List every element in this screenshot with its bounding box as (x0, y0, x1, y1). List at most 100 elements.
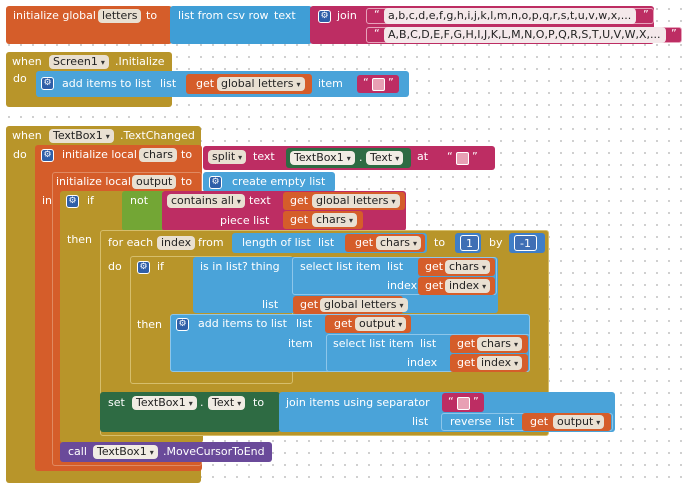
local-var-chars-field[interactable]: chars (139, 148, 178, 162)
component-dropdown[interactable]: TextBox1▾ (290, 151, 355, 165)
chevron-down-icon: ▾ (349, 216, 354, 225)
text-socket-label: text (253, 150, 275, 163)
variable-dropdown[interactable]: output▾ (355, 317, 407, 331)
initialize-global-block[interactable] (6, 6, 172, 44)
component-dropdown[interactable]: TextBox1▾ (93, 445, 158, 459)
chevron-down-icon: ▾ (596, 418, 601, 427)
property-dropdown[interactable]: Text▾ (208, 396, 246, 410)
mutator-gear-icon[interactable]: ⚙ (137, 261, 150, 274)
initialize-global-label: initialize global (13, 9, 96, 22)
get-label: get (457, 337, 476, 350)
not-block[interactable] (122, 191, 164, 231)
contains-dropdown[interactable]: contains all▾ (167, 194, 245, 208)
join-sep-label: join items using separator (286, 396, 430, 409)
list-socket-label: list (296, 317, 313, 330)
quote-close-icon: ” (671, 27, 677, 40)
get-label: get (530, 415, 549, 428)
chevron-down-icon: ▾ (238, 153, 243, 162)
list-from-csv-block[interactable] (170, 6, 312, 44)
chevron-down-icon: ▾ (149, 448, 154, 457)
empty-text-value-icon[interactable] (456, 152, 469, 165)
get-label: get (457, 356, 476, 369)
add-items-label: add items to list (198, 317, 287, 330)
variable-dropdown[interactable]: index▾ (477, 356, 523, 370)
variable-dropdown[interactable]: global letters▾ (320, 298, 408, 312)
when-label: when (12, 55, 42, 68)
quote-close-icon: ” (643, 8, 649, 21)
item-socket-label: item (318, 77, 343, 90)
call-label: call (68, 445, 87, 458)
component-dropdown[interactable]: TextBox1▾ (49, 129, 114, 143)
mutator-gear-icon[interactable]: ⚙ (209, 176, 222, 189)
create-empty-list-block[interactable] (203, 172, 335, 192)
text-socket-label: text (274, 9, 296, 22)
then-label: then (137, 318, 163, 331)
get-label: get (290, 194, 309, 207)
variable-dropdown[interactable]: chars▾ (445, 260, 491, 274)
text-socket-label: text (249, 194, 271, 207)
variable-dropdown[interactable]: chars▾ (312, 213, 358, 227)
global-var-name-field[interactable]: letters (98, 9, 142, 23)
split-dropdown[interactable]: split▾ (208, 150, 247, 164)
variable-dropdown[interactable]: output▾ (553, 415, 605, 429)
variable-name: index (481, 356, 512, 369)
mutator-gear-icon[interactable]: ⚙ (318, 10, 331, 23)
to-label: to (181, 175, 193, 188)
chevron-down-icon: ▾ (395, 154, 400, 163)
variable-name: chars (449, 260, 480, 273)
select-list-item-label: select list item (333, 337, 414, 350)
variable-dropdown[interactable]: chars▾ (376, 236, 422, 250)
empty-text-value-icon[interactable] (457, 397, 470, 410)
component-dropdown[interactable]: TextBox1▾ (132, 396, 197, 410)
get-label: get (355, 236, 374, 249)
variable-dropdown[interactable]: global letters▾ (312, 194, 400, 208)
number-value-by[interactable]: -1 (514, 235, 537, 251)
text-string-value-1[interactable]: a,b,c,d,e,f,g,h,i,j,k,l,m,n,o,p,q,r,s,t,… (384, 8, 636, 24)
variable-name: global letters (316, 194, 389, 207)
loop-var-name: index (161, 236, 192, 249)
chevron-down-icon: ▾ (482, 282, 487, 291)
do-label: do (13, 72, 27, 85)
variable-dropdown[interactable]: chars▾ (477, 337, 523, 351)
split-name: split (212, 150, 236, 163)
variable-dropdown[interactable]: global letters▾ (217, 77, 305, 91)
event-name-label: .TextChanged (120, 129, 195, 142)
mutator-gear-icon[interactable]: ⚙ (41, 149, 54, 162)
empty-text-value-icon[interactable] (372, 78, 385, 91)
length-of-list-label: length of list (242, 236, 311, 249)
from-label: from (198, 236, 224, 249)
do-label: do (108, 260, 122, 273)
loop-var-index-field[interactable]: index (157, 236, 196, 250)
list-socket-label: list (160, 77, 177, 90)
mutator-gear-icon[interactable]: ⚙ (66, 195, 79, 208)
chevron-down-icon: ▾ (105, 132, 110, 141)
variable-name: output (557, 415, 594, 428)
create-empty-list-label: create empty list (232, 175, 326, 188)
method-name-label: .MoveCursorToEnd (163, 445, 265, 458)
variable-name: output (359, 317, 396, 330)
if-label: if (87, 194, 94, 207)
mutator-gear-icon[interactable]: ⚙ (176, 318, 189, 331)
chevron-down-icon: ▾ (236, 197, 241, 206)
component-name: Screen1 (53, 55, 98, 68)
by-label: by (489, 236, 503, 249)
number-value-to[interactable]: 1 (460, 235, 479, 251)
join-label: join (337, 9, 357, 22)
property-dropdown[interactable]: Text▾ (366, 151, 404, 165)
contains-mode: contains all (171, 194, 234, 207)
initialize-local-label: initialize local (56, 175, 131, 188)
mutator-gear-icon[interactable]: ⚙ (41, 77, 54, 90)
component-dropdown[interactable]: Screen1▾ (49, 55, 109, 69)
variable-dropdown[interactable]: index▾ (445, 279, 491, 293)
component-name: TextBox1 (53, 129, 103, 142)
then-label: then (67, 233, 93, 246)
text-string-value-2[interactable]: A,B,C,D,E,F,G,H,I,J,K,L,M,N,O,P,Q,R,S,T,… (384, 27, 666, 43)
quote-open-icon: “ (448, 395, 454, 408)
quote-close-icon: ” (388, 76, 394, 89)
local-var-output-field[interactable]: output (132, 175, 177, 189)
get-label: get (334, 317, 353, 330)
at-label: at (417, 150, 429, 163)
variable-name: index (449, 279, 480, 292)
chevron-down-icon: ▾ (296, 80, 301, 89)
if-label: if (157, 260, 164, 273)
